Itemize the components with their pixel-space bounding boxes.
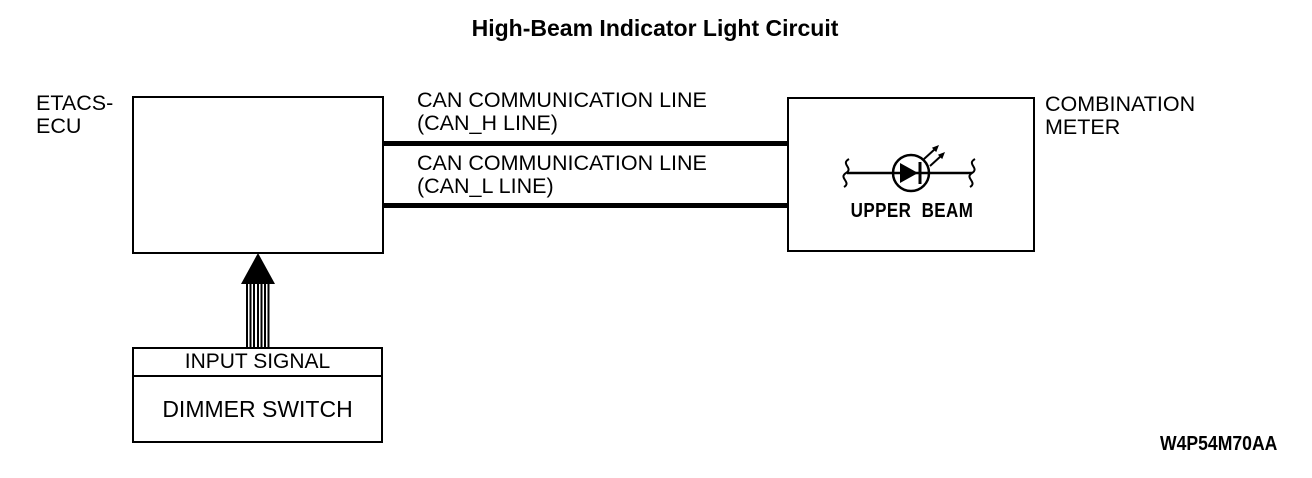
wire-break-right-icon bbox=[968, 158, 976, 188]
combination-meter-label: COMBINATION METER bbox=[1045, 93, 1195, 138]
can-h-wire bbox=[383, 141, 787, 146]
can-h-label: CAN COMMUNICATION LINE (CAN_H LINE) bbox=[417, 89, 707, 134]
can-l-label-line1: CAN COMMUNICATION LINE bbox=[417, 151, 707, 175]
can-l-label-line2: (CAN_L LINE) bbox=[417, 173, 554, 198]
can-l-wire bbox=[383, 203, 787, 208]
etacs-ecu-label-line2: ECU bbox=[36, 113, 82, 138]
can-l-label: CAN COMMUNICATION LINE (CAN_L LINE) bbox=[417, 152, 707, 197]
signal-arrow-head bbox=[241, 253, 275, 284]
wire-break-left-icon bbox=[842, 158, 850, 188]
etacs-ecu-label: ETACS- ECU bbox=[36, 92, 113, 137]
figure-code: W4P54M70AA bbox=[1160, 433, 1278, 455]
can-h-label-line1: CAN COMMUNICATION LINE bbox=[417, 88, 707, 112]
can-h-label-line2: (CAN_H LINE) bbox=[417, 110, 558, 135]
etacs-ecu-label-line1: ETACS- bbox=[36, 91, 114, 115]
dimmer-switch-cell: DIMMER SWITCH bbox=[162, 395, 353, 422]
combination-meter-label-line1: COMBINATION bbox=[1045, 92, 1196, 116]
upper-beam-label: UPPER BEAM bbox=[850, 200, 974, 222]
combination-meter-label-line2: METER bbox=[1045, 114, 1121, 139]
input-signal-cell: INPUT SIGNAL bbox=[134, 349, 381, 377]
dimmer-switch-box: INPUT SIGNAL DIMMER SWITCH bbox=[132, 347, 383, 443]
signal-arrow-shaft bbox=[246, 284, 271, 347]
led-indicator-icon bbox=[842, 145, 976, 193]
diagram-title: High-Beam Indicator Light Circuit bbox=[471, 15, 839, 41]
etacs-ecu-box bbox=[132, 96, 384, 254]
